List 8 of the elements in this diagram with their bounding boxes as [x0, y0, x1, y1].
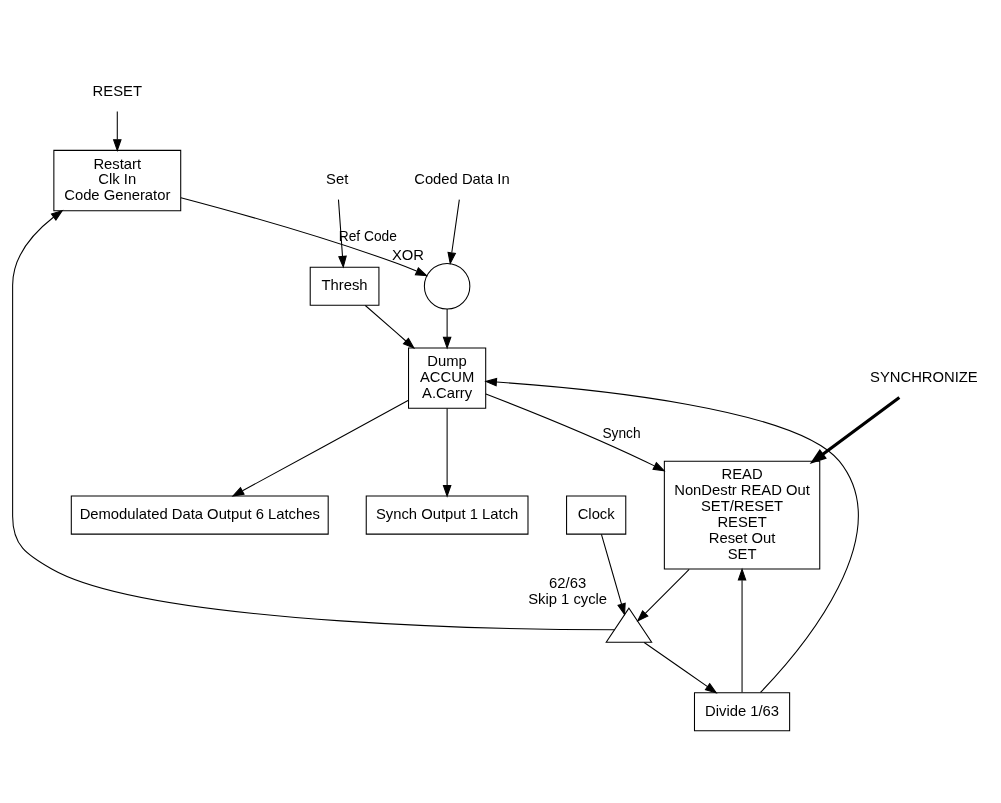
node-text: Coded Data In	[414, 170, 510, 187]
node-label: XOR	[391, 246, 425, 262]
node-text: RESET	[92, 82, 142, 99]
node-label: Skip 1 cycle	[528, 590, 608, 607]
node-label: 62/63	[549, 574, 587, 591]
edge-label: Synch	[602, 425, 641, 441]
node-text: SYNCHRONIZE	[870, 368, 978, 385]
node-text: Set	[326, 170, 349, 187]
